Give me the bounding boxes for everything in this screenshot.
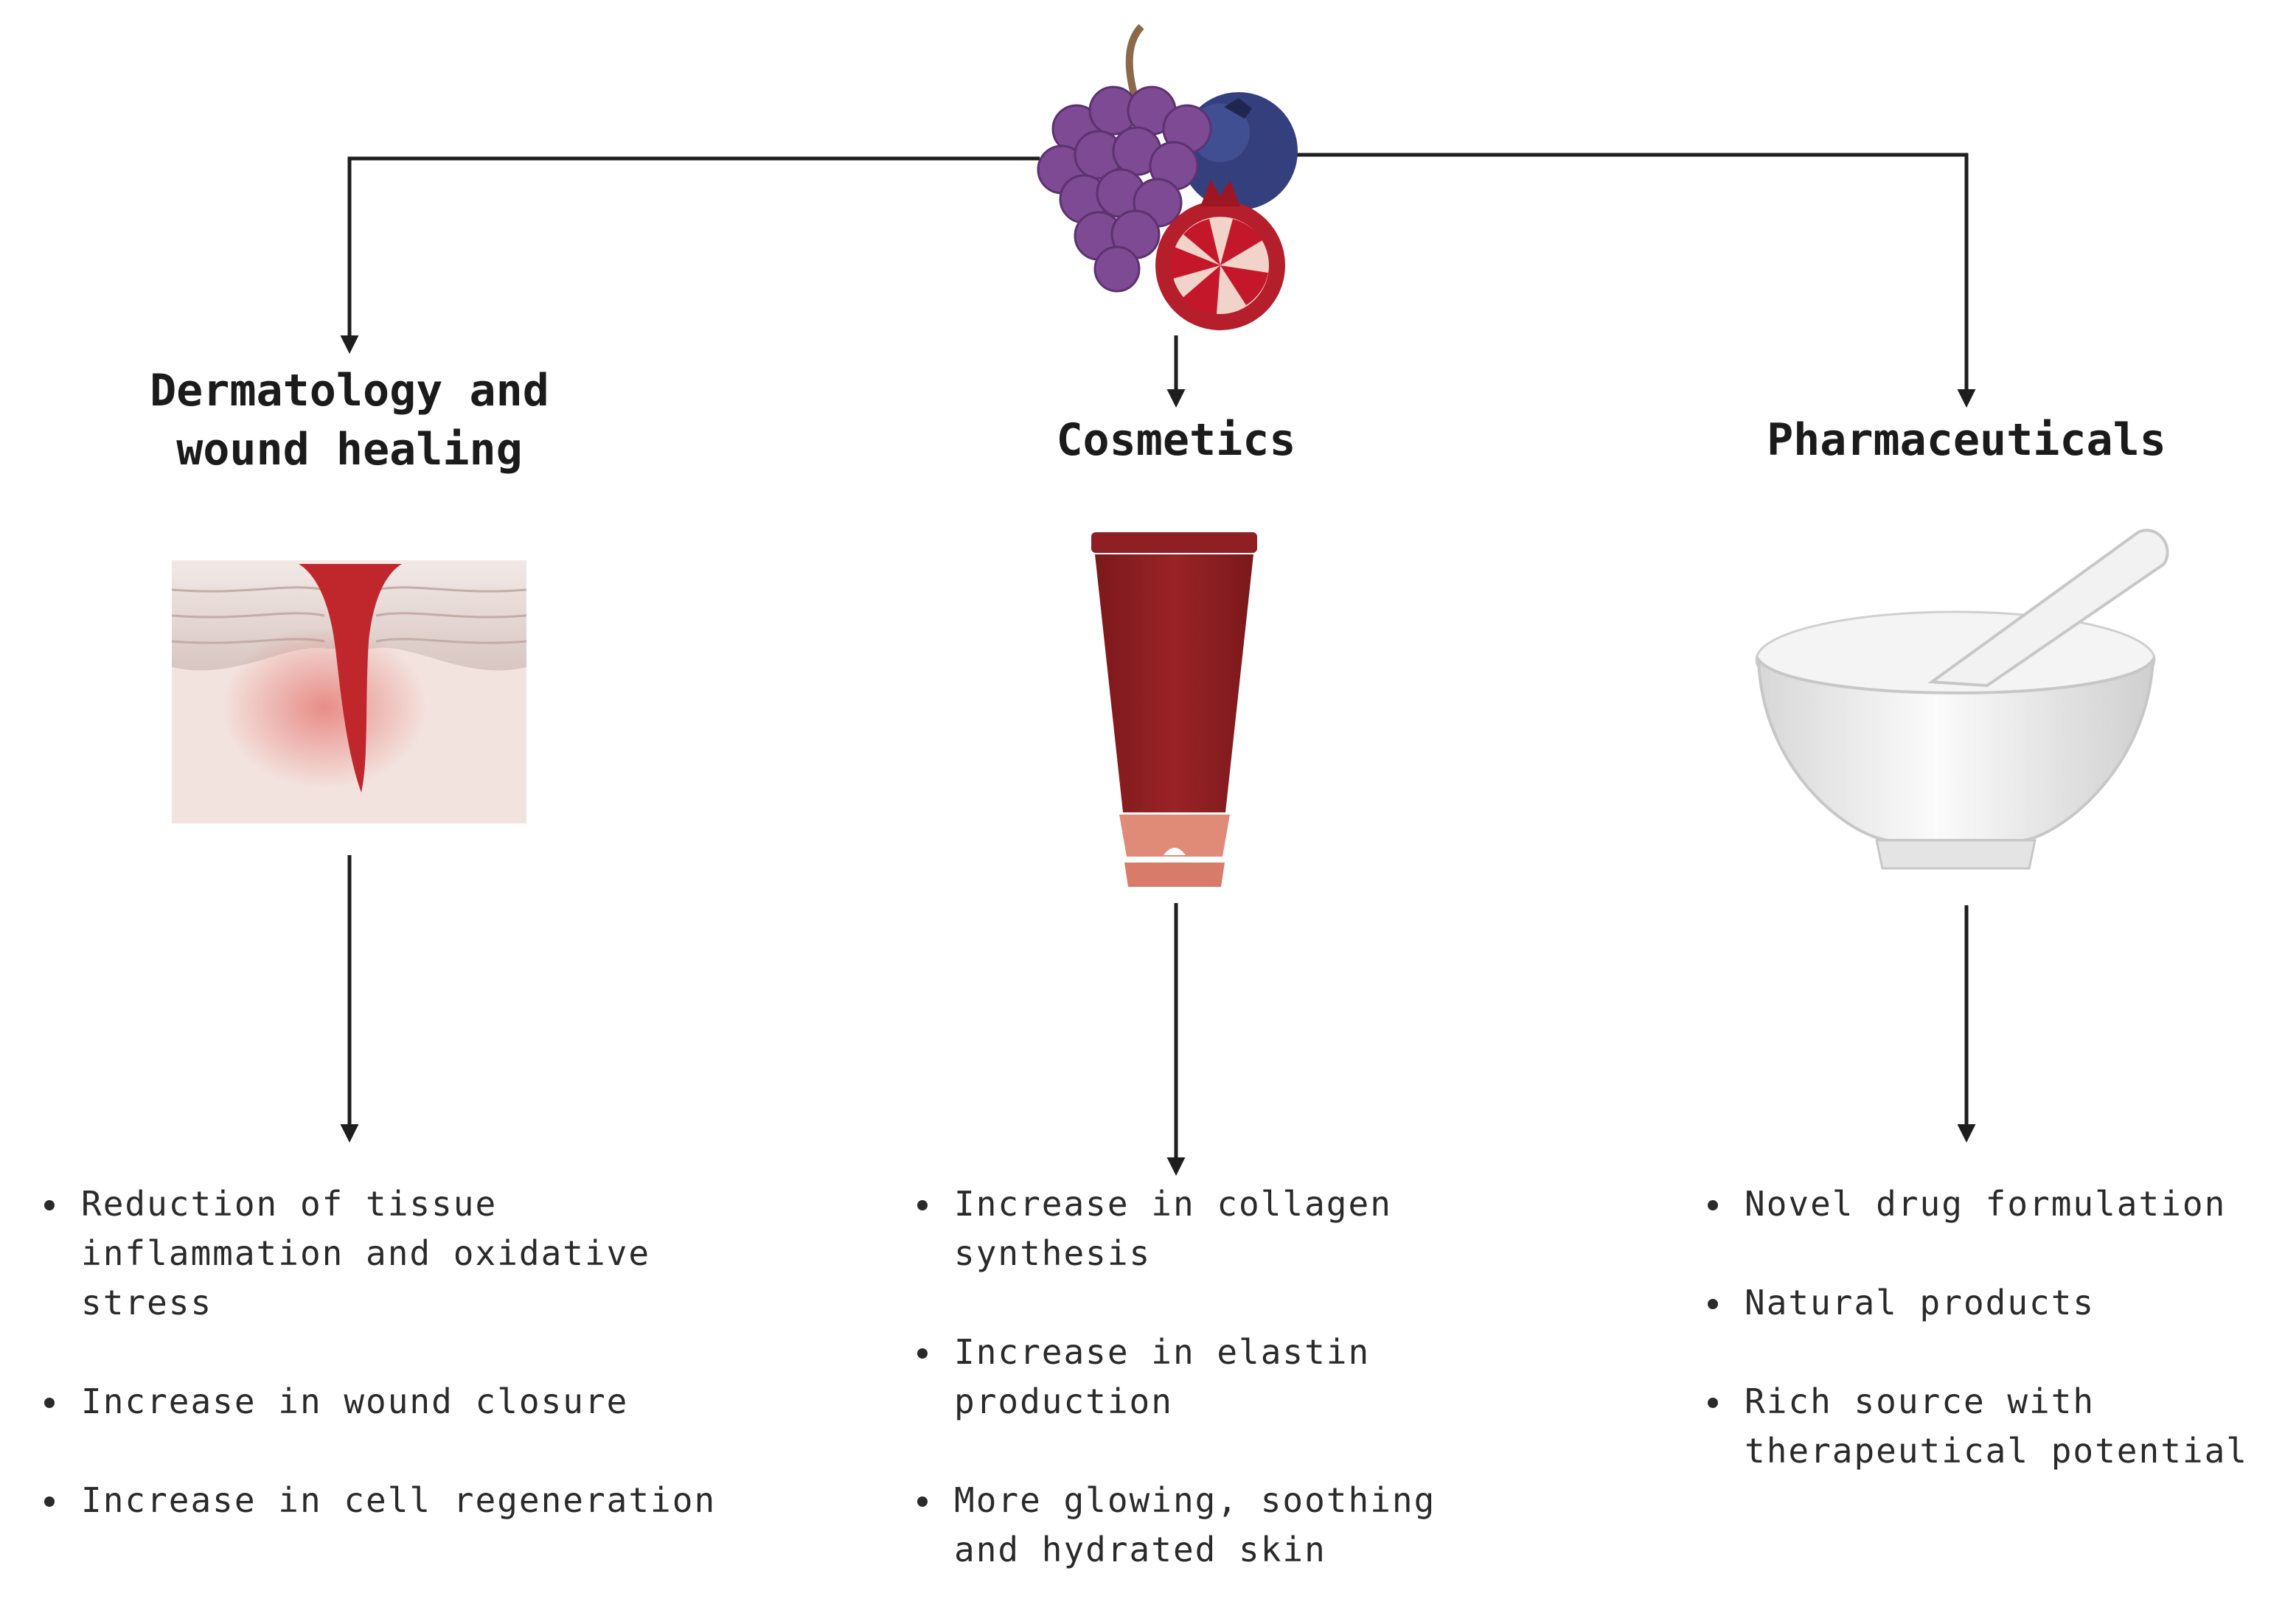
mortar-pestle-icon <box>1755 529 2169 870</box>
list-item: Increase in elastin production <box>911 1328 1649 1426</box>
title-cosmetics: Cosmetics <box>992 411 1360 470</box>
list-item: Increase in wound closure <box>38 1377 805 1426</box>
list-item: Novel drug formulation <box>1702 1179 2277 1229</box>
arrow-to-dermatology <box>340 156 1040 354</box>
mortar-bowl <box>1756 654 2155 842</box>
bullet-line: production <box>954 1381 1173 1421</box>
skin-wound-icon <box>171 560 527 823</box>
bullets-pharmaceuticals: Novel drug formulation Natural products … <box>1702 1179 2277 1525</box>
grape-bunch <box>1037 86 1212 293</box>
pomegranate <box>1155 180 1285 330</box>
bullet-line: Increase in collagen <box>954 1184 1392 1224</box>
bullets-dermatology: Reduction of tissue inflammation and oxi… <box>38 1179 805 1575</box>
bullet-line: therapeutical potential <box>1745 1431 2248 1471</box>
bullet-line: inflammation and oxidative <box>81 1233 651 1273</box>
title-pharmaceuticals-line-1: Pharmaceuticals <box>1767 414 2166 466</box>
title-pharmaceuticals: Pharmaceuticals <box>1745 411 2188 470</box>
list-item: More glowing, soothing and hydrated skin <box>911 1476 1649 1575</box>
list-item: Increase in collagen synthesis <box>911 1179 1649 1278</box>
bullet-line: Reduction of tissue <box>81 1184 498 1224</box>
title-dermatology-line-1: Dermatology and <box>150 365 549 417</box>
diagram-canvas <box>171 24 2169 1176</box>
cream-tube-icon <box>1091 532 1257 887</box>
bullet-line: More glowing, soothing <box>954 1480 1436 1520</box>
list-item: Rich source with therapeutical potential <box>1702 1377 2277 1476</box>
arrow-to-pharmaceuticals <box>1290 153 1976 408</box>
grape-stem <box>1125 24 1144 101</box>
bullet-line: Increase in elastin <box>954 1332 1371 1372</box>
bullet-line: and hydrated skin <box>954 1530 1326 1569</box>
bullet-line: synthesis <box>954 1233 1152 1273</box>
bullet-line: Increase in cell regeneration <box>81 1480 717 1520</box>
bullet-line: Increase in wound closure <box>81 1381 629 1421</box>
bullet-line: Novel drug formulation <box>1745 1184 2227 1224</box>
title-cosmetics-line-1: Cosmetics <box>1056 414 1296 466</box>
fruits-icon <box>1037 24 1298 330</box>
bullet-line: Rich source with <box>1745 1381 2096 1421</box>
title-dermatology-line-2: wound healing <box>176 424 523 475</box>
bullet-line: Natural products <box>1745 1283 2096 1322</box>
wound-cut <box>299 564 402 792</box>
title-dermatology: Dermatology and wound healing <box>128 361 571 479</box>
list-item: Increase in cell regeneration <box>38 1476 805 1525</box>
bullet-line: stress <box>81 1283 213 1322</box>
pestle <box>1927 529 2169 688</box>
list-item: Natural products <box>1702 1278 2277 1328</box>
bullets-cosmetics: Increase in collagen synthesis Increase … <box>911 1179 1649 1624</box>
list-item: Reduction of tissue inflammation and oxi… <box>38 1179 805 1328</box>
connector-lines <box>340 153 1976 1176</box>
